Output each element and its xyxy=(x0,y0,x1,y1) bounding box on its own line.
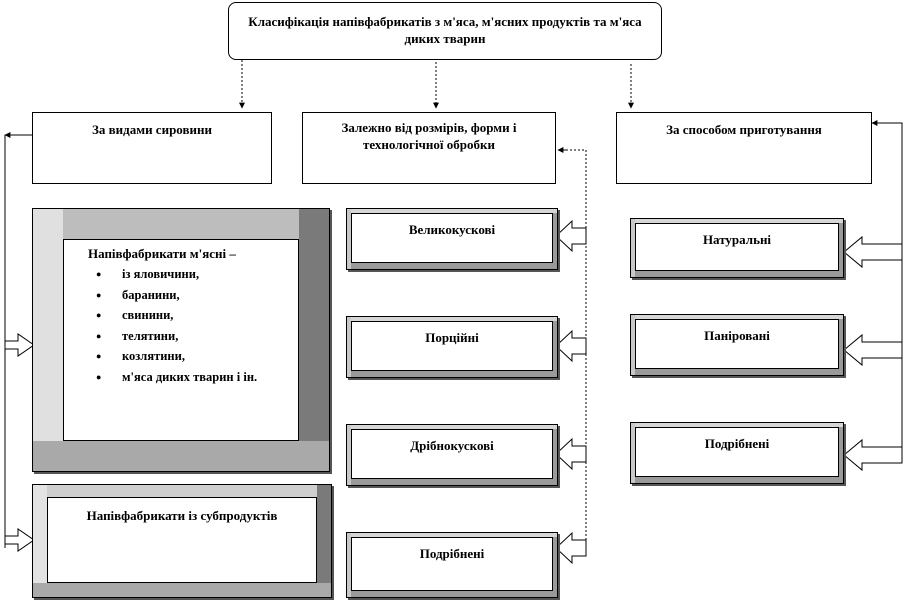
meat-semi-products-box xyxy=(32,208,330,472)
meat-types-list: із яловичини, баранини, свинини, телятин… xyxy=(96,248,257,387)
category-raw-material: За видами сировини xyxy=(32,112,272,184)
size-connector xyxy=(558,149,587,548)
list-item: баранини, xyxy=(96,285,257,306)
list-item: свинини, xyxy=(96,305,257,326)
offal-semi-products-label: Напівфабрикати із субпродуктів xyxy=(86,508,278,523)
cooking-connector xyxy=(872,122,903,452)
list-item: козлятини, xyxy=(96,346,257,367)
hollow-arrow-size-3 xyxy=(555,437,587,471)
size-type-label: Подрібнені xyxy=(419,546,485,561)
size-type-label: Великокускові xyxy=(408,222,496,237)
cooking-type-minced: Подрібнені xyxy=(630,422,844,484)
cooking-type-label: Паніровані xyxy=(704,328,770,343)
list-item: м'яса диких тварин і ін. xyxy=(96,367,257,388)
list-item: телятини, xyxy=(96,326,257,347)
size-type-minced: Подрібнені xyxy=(346,532,558,598)
size-type-label: Порційні xyxy=(425,330,479,345)
offal-semi-products-box: Напівфабрикати із субпродуктів xyxy=(32,484,332,598)
hollow-arrow-cook-1 xyxy=(843,235,903,269)
category-cooking-method: За способом приготування xyxy=(616,112,872,184)
size-type-portion: Порційні xyxy=(346,316,558,378)
cooking-type-breaded: Паніровані xyxy=(630,314,844,376)
size-type-large-pieces: Великокускові xyxy=(346,208,558,270)
hollow-arrow-size-4 xyxy=(555,531,587,565)
diagram-title: Класифікація напівфабрикатів з м'яса, м'… xyxy=(228,2,662,60)
hollow-arrow-offal xyxy=(4,528,35,552)
category-size-shape: Залежно від розмірів, форми і технологіч… xyxy=(302,112,556,184)
cooking-type-label: Натуральні xyxy=(702,232,772,247)
hollow-arrow-meat xyxy=(4,333,35,357)
size-type-label: Дрібнокускові xyxy=(410,438,494,453)
hollow-arrow-cook-2 xyxy=(843,333,903,367)
hollow-arrow-cook-3 xyxy=(843,438,903,472)
meat-semi-products-title: Напівфабрикати м'ясні – xyxy=(88,246,236,261)
hollow-arrow-size-2 xyxy=(555,329,587,363)
cooking-type-natural: Натуральні xyxy=(630,218,844,278)
size-type-small-pieces: Дрібнокускові xyxy=(346,424,558,486)
hollow-arrow-size-1 xyxy=(555,219,587,253)
cooking-type-label: Подрібнені xyxy=(704,436,770,451)
list-item: із яловичини, xyxy=(96,264,257,285)
